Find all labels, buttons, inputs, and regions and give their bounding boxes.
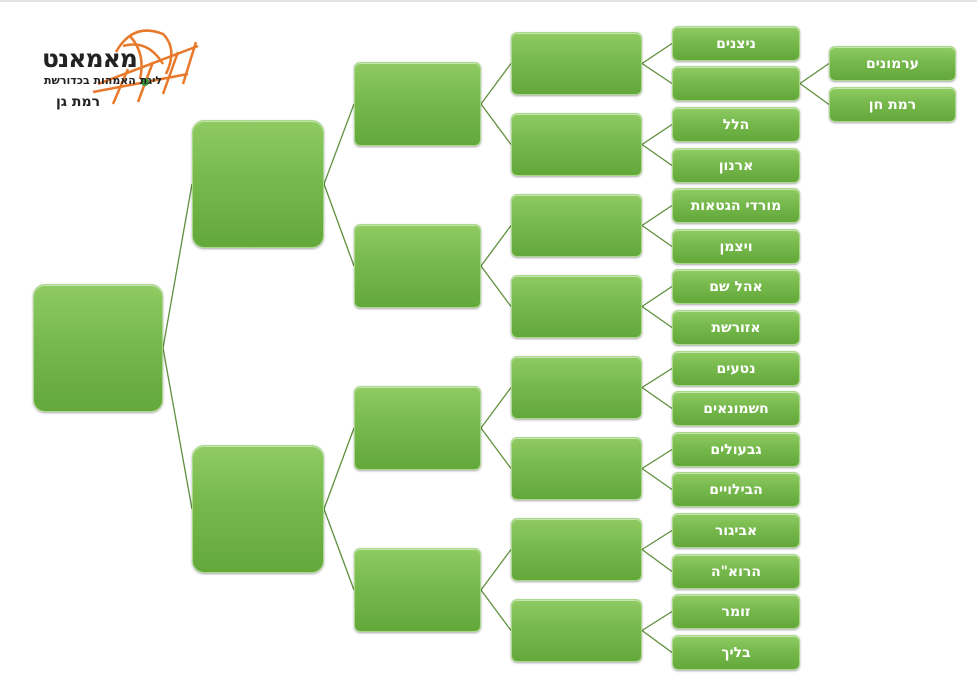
league-logo: מאמאנט ליגת האמהות בכדורשת רמת גן bbox=[38, 24, 203, 120]
connector-line bbox=[799, 62, 830, 85]
connector-line bbox=[480, 265, 512, 307]
connector-line bbox=[323, 508, 355, 591]
match-box-round-of-32: מורדי הגטאות bbox=[672, 188, 800, 223]
match-box-round-of-32: זומר bbox=[672, 594, 800, 629]
match-box-round-of-16 bbox=[511, 518, 642, 581]
match-box-round-of-16 bbox=[511, 113, 642, 176]
logo-subtitle: ליגת האמהות בכדורשת bbox=[44, 74, 163, 87]
connector-line bbox=[641, 386, 673, 410]
connector-line bbox=[323, 183, 355, 267]
connector-line bbox=[641, 610, 673, 632]
connector-line bbox=[641, 629, 673, 654]
match-box-round-of-16 bbox=[511, 32, 642, 95]
connector-line bbox=[641, 367, 673, 389]
match-box-round-of-16 bbox=[511, 194, 642, 257]
connector-line bbox=[641, 548, 673, 573]
match-box-round-of-32: גבעולים bbox=[672, 432, 800, 467]
match-box-round-of-16 bbox=[511, 599, 642, 662]
connector-line bbox=[480, 589, 512, 631]
connector-line bbox=[162, 347, 193, 510]
match-box-semifinals bbox=[192, 120, 324, 248]
connector-line bbox=[641, 285, 673, 308]
match-box-round-of-32 bbox=[672, 66, 800, 101]
volleyball-net-icon bbox=[92, 29, 199, 105]
connector-line bbox=[641, 62, 673, 85]
match-box-preliminary: ערמונים bbox=[829, 46, 956, 81]
match-box-quarterfinals bbox=[354, 62, 481, 146]
match-box-round-of-32: אזורשת bbox=[672, 310, 800, 345]
match-box-semifinals bbox=[192, 445, 324, 573]
connector-line bbox=[480, 549, 512, 591]
match-box-preliminary: רמת חן bbox=[829, 87, 956, 122]
connector-line bbox=[480, 387, 512, 429]
connector-line bbox=[641, 448, 673, 470]
connector-line bbox=[323, 427, 355, 510]
connector-line bbox=[162, 183, 193, 349]
match-box-round-of-32: חשמונאים bbox=[672, 391, 800, 426]
match-box-quarterfinals bbox=[354, 548, 481, 632]
match-box-round-of-32: אביגור bbox=[672, 513, 800, 548]
connector-line bbox=[323, 103, 355, 185]
match-box-round-of-32: הבילויים bbox=[672, 472, 800, 507]
logo-title: מאמאנט bbox=[42, 44, 138, 73]
connector-line bbox=[641, 305, 673, 329]
connector-line bbox=[480, 225, 512, 267]
connector-line bbox=[641, 529, 673, 551]
match-box-round-of-32: הלל bbox=[672, 107, 800, 142]
match-box-quarterfinals bbox=[354, 386, 481, 470]
connector-line bbox=[480, 63, 512, 105]
match-box-round-of-16 bbox=[511, 437, 642, 500]
connector-line bbox=[480, 427, 512, 469]
match-box-round-of-16 bbox=[511, 275, 642, 338]
connector-line bbox=[480, 103, 512, 145]
connector-line bbox=[641, 143, 673, 167]
match-box-round-of-32: בליך bbox=[672, 635, 800, 670]
match-box-round-of-32: נטעים bbox=[672, 351, 800, 386]
connector-line bbox=[641, 204, 673, 227]
connector-line bbox=[641, 42, 673, 65]
match-box-round-of-16 bbox=[511, 356, 642, 419]
match-box-round-of-32: ניצנים bbox=[672, 26, 800, 61]
connector-line bbox=[641, 224, 673, 248]
match-box-round-of-32: אהל שם bbox=[672, 269, 800, 304]
logo-city: רמת גן bbox=[56, 94, 101, 110]
connector-line bbox=[799, 82, 830, 106]
match-box-round-of-32: הרוא"ה bbox=[672, 554, 800, 589]
connector-line bbox=[641, 123, 673, 146]
match-box-round-of-32: ויצמן bbox=[672, 229, 800, 264]
match-box-final bbox=[33, 284, 163, 412]
connector-line bbox=[641, 467, 673, 491]
match-box-round-of-32: ארנון bbox=[672, 148, 800, 183]
match-box-quarterfinals bbox=[354, 224, 481, 308]
